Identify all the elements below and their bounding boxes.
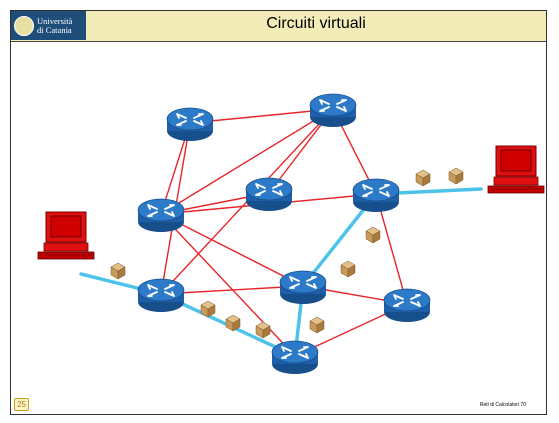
- computer-icon: [37, 211, 95, 260]
- packet-icon: [340, 260, 356, 278]
- link-r6-r7: [160, 285, 304, 295]
- logo-text-line2: di Catania: [37, 24, 72, 35]
- slide-title: Circuiti virtuali: [266, 15, 366, 32]
- slide: Università di Catania Circuiti virtuali …: [10, 10, 547, 415]
- packet-icon: [415, 169, 431, 187]
- packet-icon: [110, 262, 126, 280]
- network-diagram: [37, 93, 545, 374]
- packets-group: [110, 167, 464, 339]
- university-seal-icon: [14, 15, 34, 36]
- packet-icon: [225, 314, 241, 332]
- logo-text-line1: Università: [37, 15, 73, 26]
- packet-icon: [309, 316, 325, 334]
- router-icon: [352, 178, 400, 212]
- router-icon: [137, 278, 185, 312]
- packet-icon: [365, 226, 381, 244]
- link-r1-r2: [189, 108, 334, 124]
- link-r4-r7: [160, 213, 304, 287]
- slide-header: Università di Catania Circuiti virtuali: [11, 11, 546, 42]
- university-logo: Università di Catania: [11, 11, 86, 40]
- computer-icon: [487, 145, 545, 194]
- router-icon: [245, 177, 293, 211]
- router-icon: [279, 270, 327, 304]
- page-number: 25: [14, 398, 29, 411]
- logo-text: Università di Catania: [37, 15, 73, 35]
- footer-text: Reti di Calcolatori 70: [479, 402, 526, 408]
- link-r5-r9: [375, 193, 408, 305]
- router-icon: [137, 198, 185, 232]
- packet-icon: [255, 321, 271, 339]
- link-r2-r4: [160, 108, 334, 215]
- router-icon: [166, 107, 214, 141]
- router-icon: [271, 340, 319, 374]
- router-icon: [383, 288, 431, 322]
- link-r4-r8: [160, 213, 296, 357]
- packet-icon: [448, 167, 464, 185]
- router-icon: [309, 93, 357, 127]
- packet-icon: [200, 300, 216, 318]
